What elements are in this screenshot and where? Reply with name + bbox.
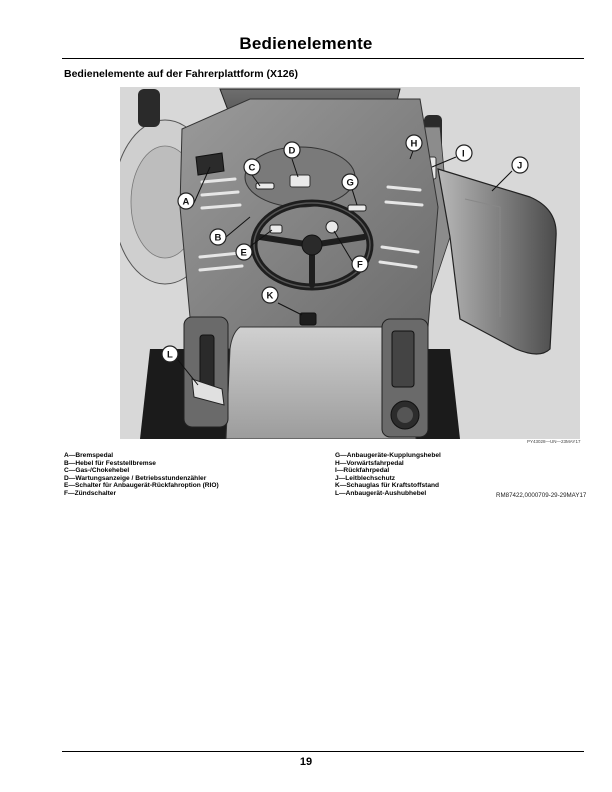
- document-reference: RM87422,0000709-29-29MAY17: [496, 492, 587, 499]
- callout-c: C: [243, 158, 261, 176]
- legend-right: G—Anbaugeräte-Kupplungshebel H—Vorwärtsf…: [335, 452, 441, 498]
- callout-e: E: [235, 243, 253, 261]
- callout-d: D: [283, 141, 301, 159]
- legend-item-b: B—Hebel für Feststellbremse: [64, 459, 156, 467]
- title-divider: [62, 58, 584, 59]
- svg-text:I: I: [462, 149, 465, 160]
- callout-h: H: [405, 134, 423, 152]
- svg-text:E: E: [241, 248, 247, 259]
- legend-item-l: L—Anbaugerät-Aushubhebel: [335, 489, 427, 497]
- callout-a: A: [177, 192, 195, 210]
- svg-text:K: K: [267, 291, 274, 302]
- left-footrest-ribs: [198, 177, 244, 272]
- fuel-sight-gauge: [299, 312, 317, 326]
- callout-layer: A B C D E F G H I J K L: [161, 134, 529, 363]
- callout-k: K: [261, 286, 279, 304]
- lift-lever-handle: [191, 378, 225, 406]
- left-steering-wheel-tire: [138, 89, 160, 127]
- svg-text:H: H: [411, 139, 418, 150]
- hour-meter: [289, 174, 311, 188]
- legend-item-f: F—Zündschalter: [64, 489, 117, 497]
- legend-item-c: C—Gas-/Chokehebel: [64, 467, 130, 475]
- page-number: 19: [299, 756, 313, 768]
- footer-divider: [62, 751, 584, 752]
- callout-l: L: [161, 345, 179, 363]
- legend-left: A—Bremspedal B—Hebel für Feststellbremse…: [64, 452, 219, 498]
- svg-text:L: L: [167, 350, 173, 361]
- callout-g: G: [341, 173, 359, 191]
- callout-b: B: [209, 228, 227, 246]
- callout-i: I: [455, 144, 473, 162]
- svg-text:C: C: [249, 163, 256, 174]
- svg-text:F: F: [357, 260, 363, 271]
- legend-item-i: I—Rückfahrpedal: [335, 467, 390, 475]
- right-footrest-ribs: [378, 185, 424, 269]
- legend-item-j: J—Leitblechschutz: [335, 474, 396, 482]
- callout-f: F: [351, 255, 369, 273]
- legend-item-k: K—Schauglas für Kraftstoffstand: [335, 482, 440, 490]
- legend-item-d: D—Wartungsanzeige / Betriebsstundenzähle…: [64, 474, 207, 482]
- deflector-shield: [437, 168, 557, 355]
- legend-item-a: A—Bremspedal: [64, 452, 114, 459]
- brake-pedal: [195, 152, 225, 176]
- svg-text:B: B: [215, 233, 222, 244]
- section-heading: Bedienelemente auf der Fahrerplattform (…: [64, 68, 298, 80]
- operator-platform-figure: A B C D E F G H I J K L: [120, 87, 580, 439]
- ignition-switch: [325, 220, 339, 234]
- svg-text:A: A: [183, 197, 190, 208]
- throttle-lever: [255, 182, 275, 190]
- callout-j: J: [511, 156, 529, 174]
- legend-item-e: E—Schalter für Anbaugerät-Rückfahroption…: [64, 482, 219, 490]
- svg-text:G: G: [347, 178, 354, 189]
- svg-text:D: D: [289, 146, 296, 157]
- svg-text:J: J: [517, 161, 522, 172]
- rio-switch: [269, 224, 283, 234]
- legend-item-h: H—Vorwärtsfahrpedal: [335, 459, 404, 467]
- figure-id: PY43028—UN—23MAY17: [527, 439, 581, 444]
- page-title: Bedienelemente: [239, 34, 373, 53]
- legend-item-g: G—Anbaugeräte-Kupplungshebel: [335, 452, 441, 459]
- tractor-illustration: [120, 87, 580, 439]
